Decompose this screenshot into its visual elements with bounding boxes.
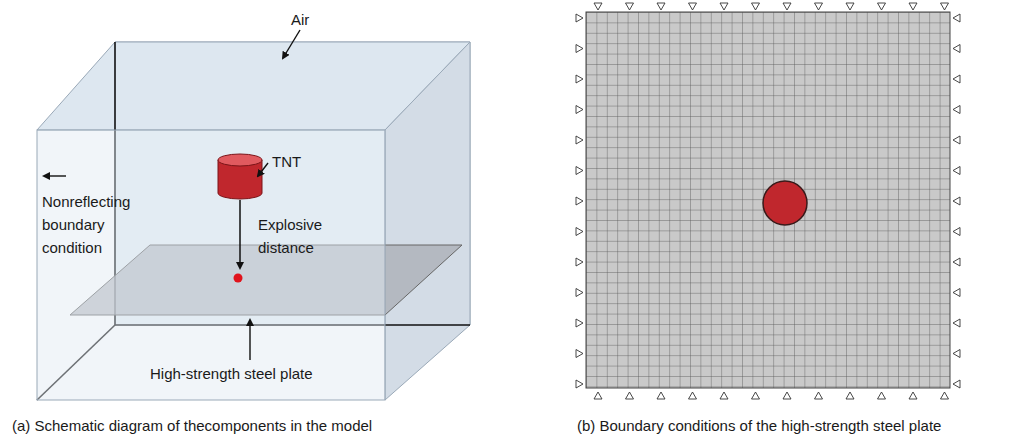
part-label: Nonreflecting boundary condition xyxy=(42,190,147,259)
leader-arrow xyxy=(258,163,268,176)
leader-arrow xyxy=(44,175,66,176)
leader-arrow xyxy=(249,320,250,360)
air-front-face xyxy=(37,130,385,400)
plate-mesh xyxy=(586,12,950,388)
part-label: TNT xyxy=(272,150,301,173)
part-label: Air xyxy=(291,8,309,31)
charge-footprint xyxy=(763,181,807,225)
caption: (a) Schematic diagram of thecomponents i… xyxy=(12,414,372,437)
air-domain xyxy=(37,42,470,400)
leader-arrow xyxy=(283,30,300,58)
caption: (b) Boundary conditions of the high-stre… xyxy=(577,414,941,437)
part-label: High-strength steel plate xyxy=(150,362,313,385)
fixed-supports xyxy=(576,3,960,399)
dimension-label: Explosive distance xyxy=(258,213,338,259)
tnt-charge xyxy=(218,154,262,283)
